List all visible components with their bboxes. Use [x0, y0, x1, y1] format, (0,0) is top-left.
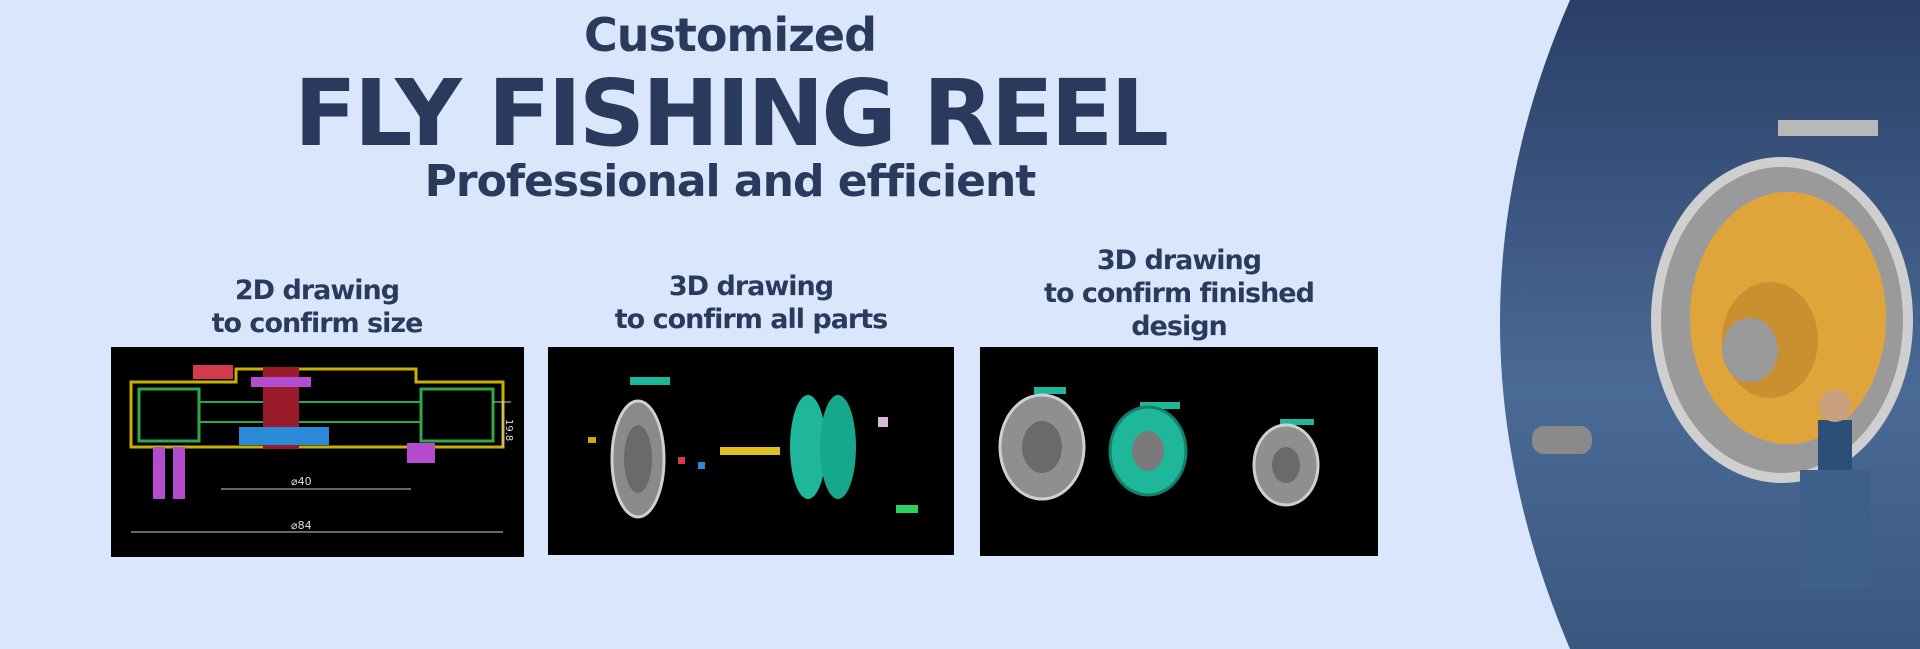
- caption-line: 3D drawing: [668, 271, 834, 302]
- exploded-parts-render: [588, 377, 918, 519]
- panel-3d-finished: [980, 347, 1378, 556]
- panel-3d-parts: [548, 347, 954, 555]
- caption-3d-parts: 3D drawing to confirm all parts: [548, 270, 954, 336]
- title-fly-fishing-reel: FLY FISHING REEL: [293, 60, 1169, 167]
- caption-line: 3D drawing: [1096, 245, 1262, 276]
- title-customized: Customized: [583, 8, 877, 62]
- caption-line: 2D drawing: [234, 275, 400, 306]
- dim-small: ⌀40: [291, 475, 312, 488]
- caption-line: to confirm all parts: [614, 304, 888, 335]
- dim-side: 19.8: [503, 419, 514, 441]
- caption-line: to confirm size: [211, 308, 424, 339]
- fly-reel-photo: [1440, 0, 1920, 649]
- panel-2d-drawing: ⌀40 ⌀84 19.8: [111, 347, 524, 557]
- reel-photo-illustration: [1500, 0, 1920, 649]
- caption-2d-drawing: 2D drawing to confirm size: [110, 274, 524, 340]
- caption-line: design: [1131, 311, 1228, 342]
- caption-3d-finished: 3D drawing to confirm finished design: [980, 244, 1378, 343]
- caption-line: to confirm finished: [1044, 278, 1315, 309]
- dim-large: ⌀84: [291, 519, 312, 532]
- subtitle-professional: Professional and efficient: [424, 156, 1037, 207]
- cad-2d-drawing: ⌀40 ⌀84 19.8: [129, 365, 514, 533]
- finished-reels-render: [998, 387, 1320, 507]
